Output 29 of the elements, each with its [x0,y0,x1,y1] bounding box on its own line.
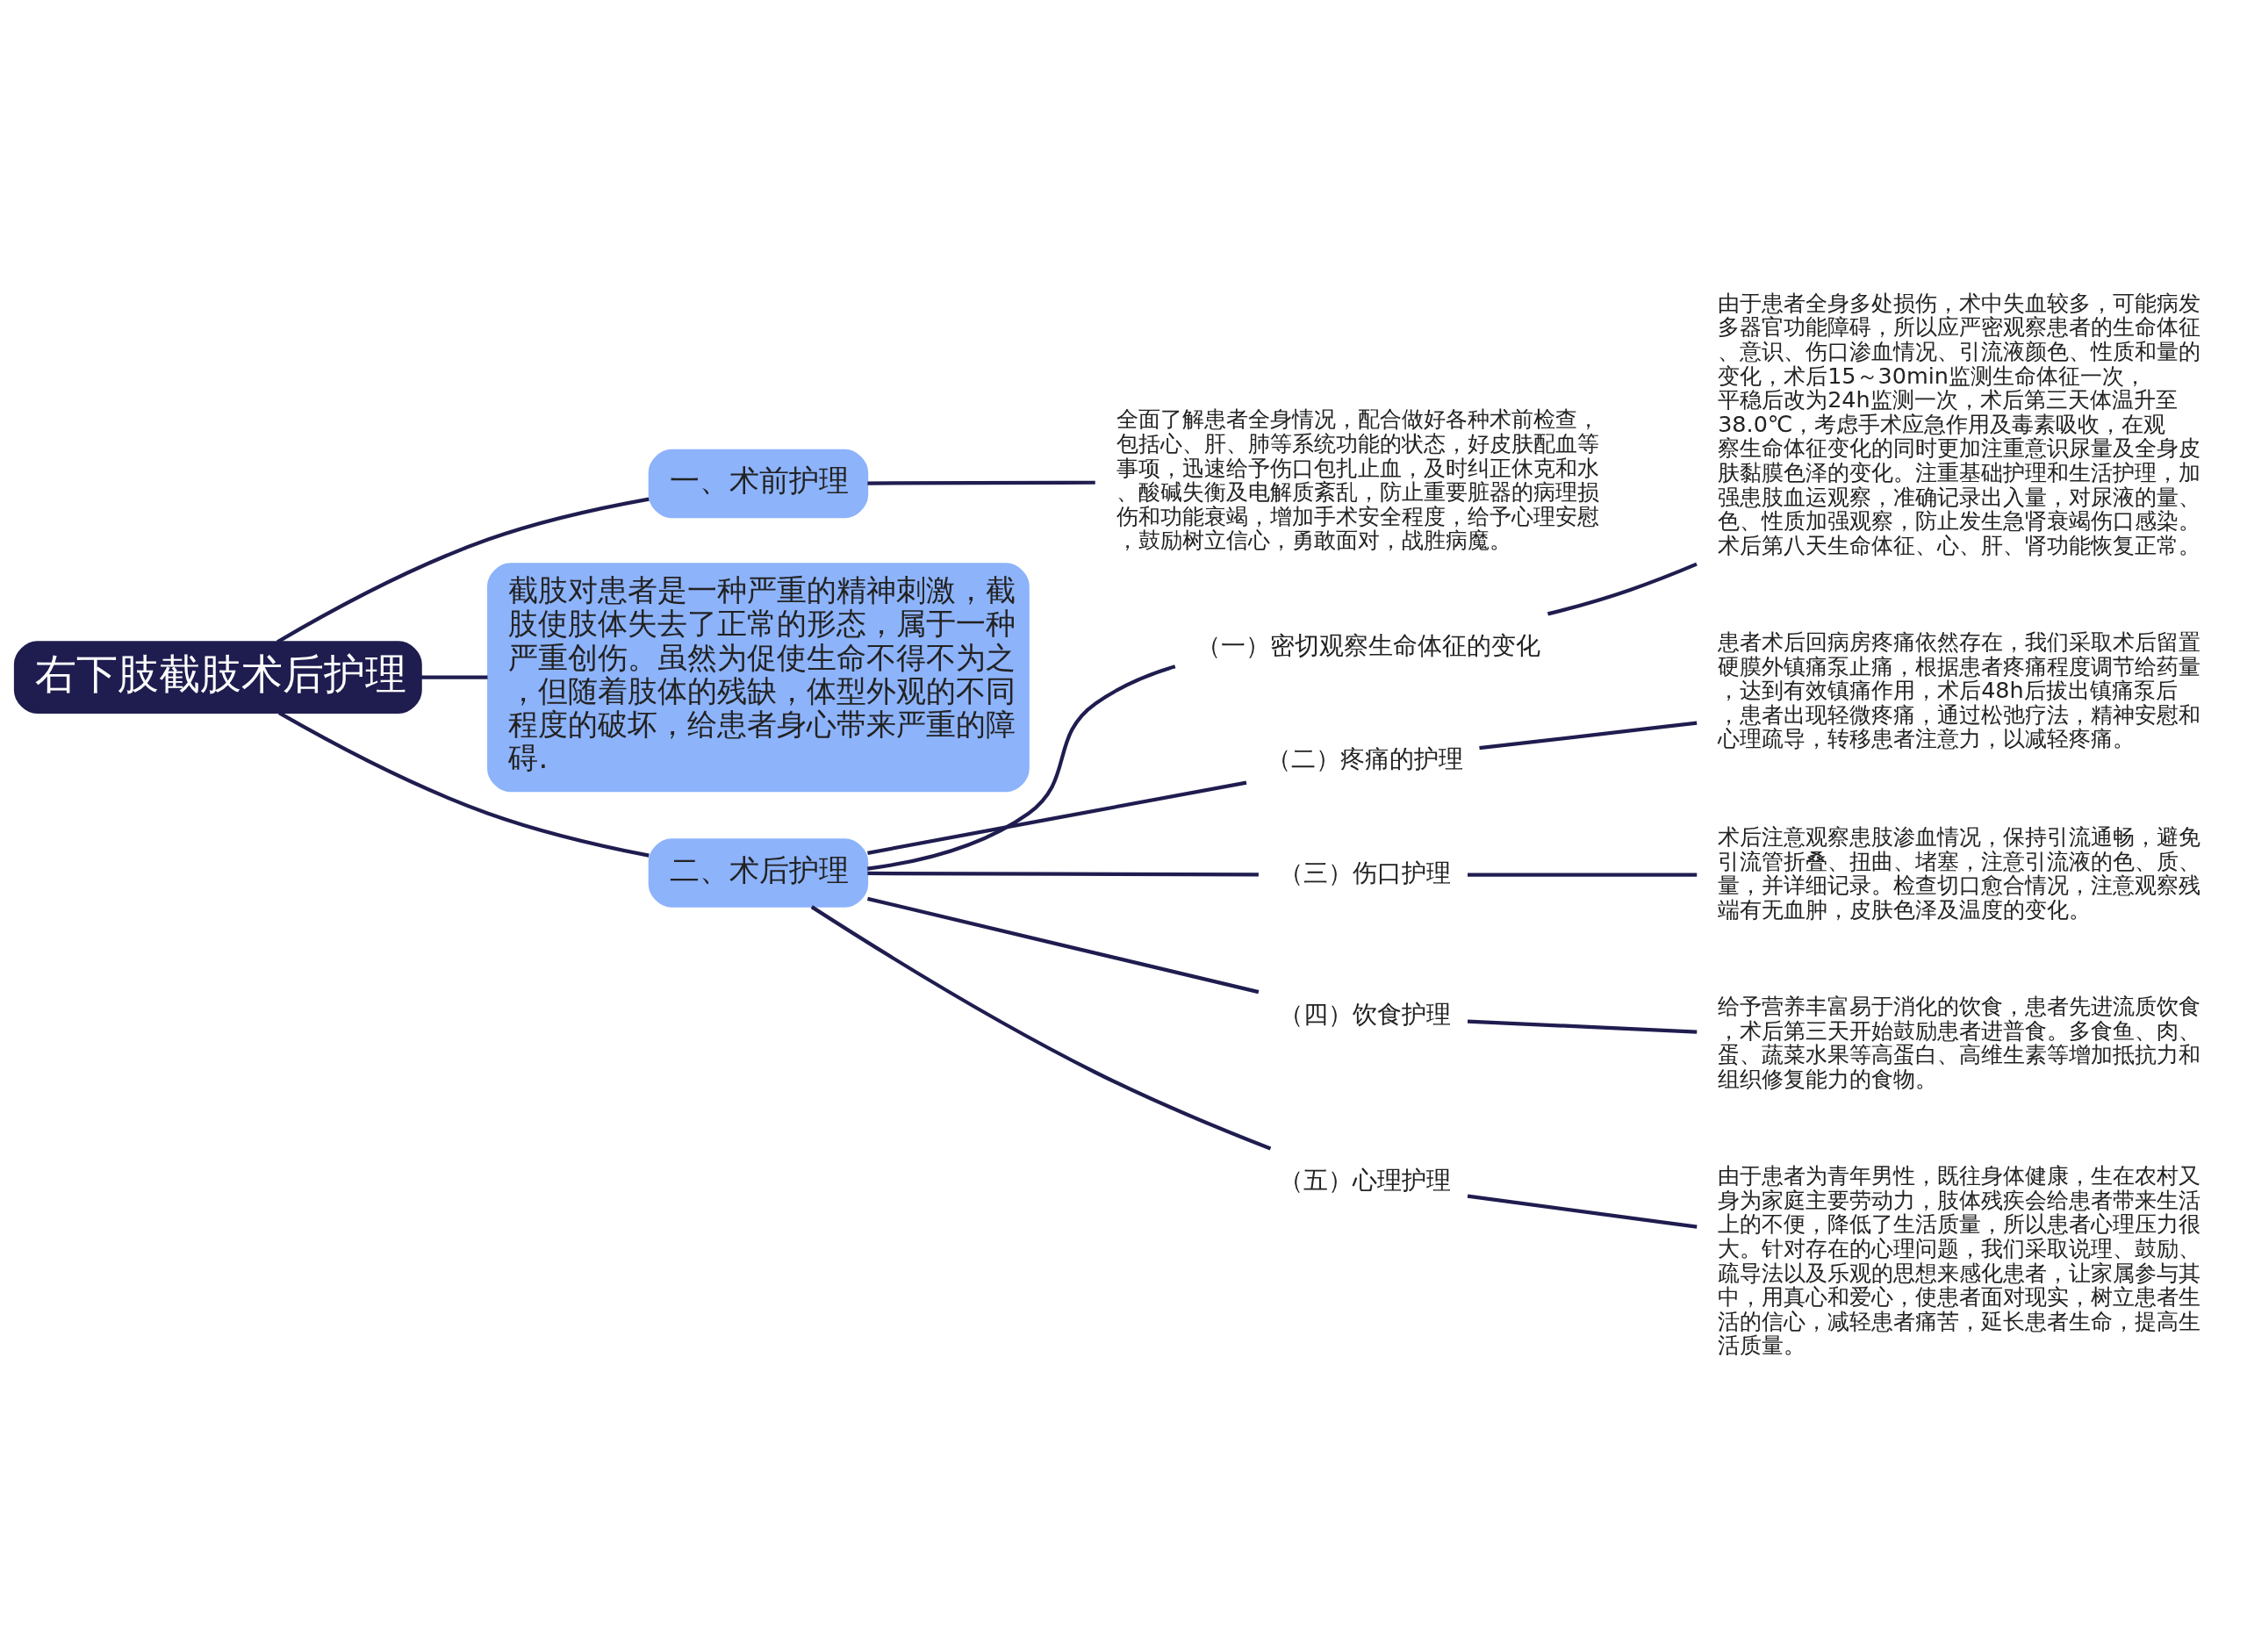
connector [1468,873,1698,877]
node-text: 患者术后回病房疼痛依然存在，我们采取术后留置硬膜外镇痛泵止痛，根据患者疼痛程度调节给药量，达到有效镇痛作用，术后48h后拔出镇痛泵后，患者出现轻微疼痛，通过松弛疗法，精神安慰和心理疏导，转移患者注意力，以减轻疼痛。 [1718,628,2201,752]
node-text: 全面了解患者全身情况，配合做好各种术前检查，包括心、肝、肺等系统功能的状态，好皮肤配血等事项，迅速给予伤口包扎止血，及时纠正休克和水、酸碱失衡及电解质紊乱，防止重要脏器的病理损伤和功能衰竭，增加手术安全程度，给予心理安慰，鼓励树立信心，勇敢面对，战胜病魔。 [1116,406,1599,554]
node-text: 术后注意观察患肢渗血情况，保持引流通畅，避免引流管折叠、扭曲、堵塞，注意引流液的色、质、量，并详细记录。检查切口愈合情况，注意观察残端有无血肿，皮肤色泽及温度的变化。 [1718,822,2201,923]
connector [810,905,1272,1151]
node-text: （二）疼痛的护理 [1267,744,1464,774]
connector [866,896,1260,995]
node-box: 二、术后护理 [648,838,869,908]
connector [1479,721,1698,751]
connector [1467,1019,1698,1034]
node-text: 由于患者全身多处损伤，术中失血较多，可能病发多器官功能障碍，所以应严密观察患者的生命体征、意识、伤口渗血情况、引流液颜色、性质和量的变化，术后15～30min监测生命体征一次，平稳后改为24h监测一次，术后第三天体温升至38.0℃，考虑手术应急作用及毒素吸收，在观察生命体征变化的同时更加注重意识尿量及全身皮肤黏膜色泽的变化。注重基础护理和生活护理，加强患肢血运观察，准确记录出入量，对尿液的量、色、性质加强观察，防止发生急肾衰竭伤口感染。术后第八天生命体征、心、肝、肾功能恢复正常。 [1718,289,2201,558]
node-text: （一）密切观察生命体征的变化 [1195,630,1540,660]
node-box: 一、术前护理 [648,449,869,519]
node-box: 截肢对患者是一种严重的精神刺激，截肢使肢体失去了正常的形态，属于一种严重创伤。虽然为促使生命不得不为之，但随着肢体的残缺，体型外观的不同程度的破坏，给患者身心带来严重的障碍. [487,563,1030,793]
connector [867,871,1259,877]
connector [1467,1194,1698,1229]
connector [1547,562,1698,616]
connector [867,664,1176,871]
connector [278,711,650,858]
node-text: 由于患者为青年男性，既往身体健康，生在农村又身为家庭主要劳动力，肢体残疾会给患者带来生活上的不便，降低了生活质量，所以患者心理压力很大。针对存在的心理问题，我们采取说理、鼓励、疏导法以及乐观的思想来感化患者，让家属参与其中，用真心和爱心，使患者面对现实，树立患者生活的信心，减轻患者痛苦，延长患者生命，提高生活质量。 [1718,1162,2201,1359]
node-text: （五）心理护理 [1279,1166,1452,1196]
connector [420,675,488,679]
connector [867,480,1095,485]
connector [276,497,650,644]
node-text: （三）伤口护理 [1279,858,1452,887]
node-text: （四）饮食护理 [1279,1000,1452,1030]
connector [867,780,1247,855]
node-box: 右下肢截肢术后护理 [13,641,422,715]
node-text: 给予营养丰富易于消化的饮食，患者先进流质饮食，术后第三天开始鼓励患者进普食。多食鱼、肉、蛋、蔬菜水果等高蛋白、高维生素等增加抵抗力和组织修复能力的食物。 [1718,993,2201,1092]
